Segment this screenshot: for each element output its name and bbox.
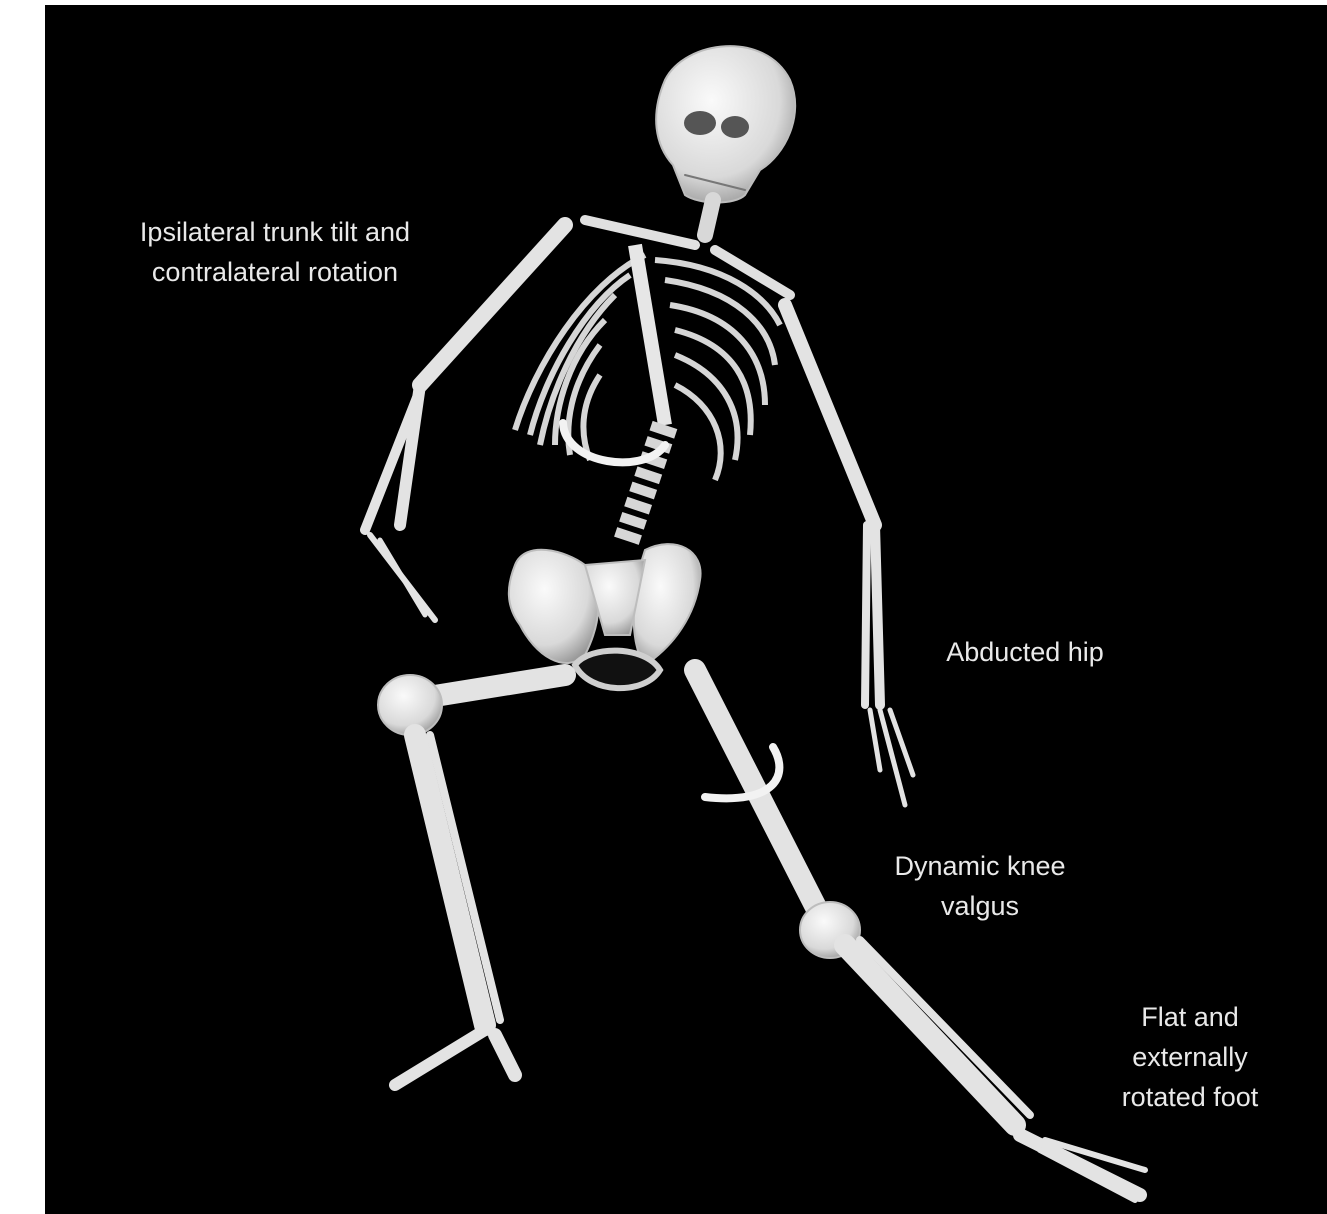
figure-panel: Ipsilateral trunk tilt and contralateral… bbox=[45, 5, 1327, 1214]
annotation-hip: Abducted hip bbox=[915, 632, 1135, 672]
annotation-trunk: Ipsilateral trunk tilt and contralateral… bbox=[105, 212, 445, 292]
annotation-knee: Dynamic knee valgus bbox=[860, 846, 1100, 926]
pelvis bbox=[509, 544, 701, 688]
annotation-foot: Flat and externally rotated foot bbox=[1095, 997, 1285, 1117]
